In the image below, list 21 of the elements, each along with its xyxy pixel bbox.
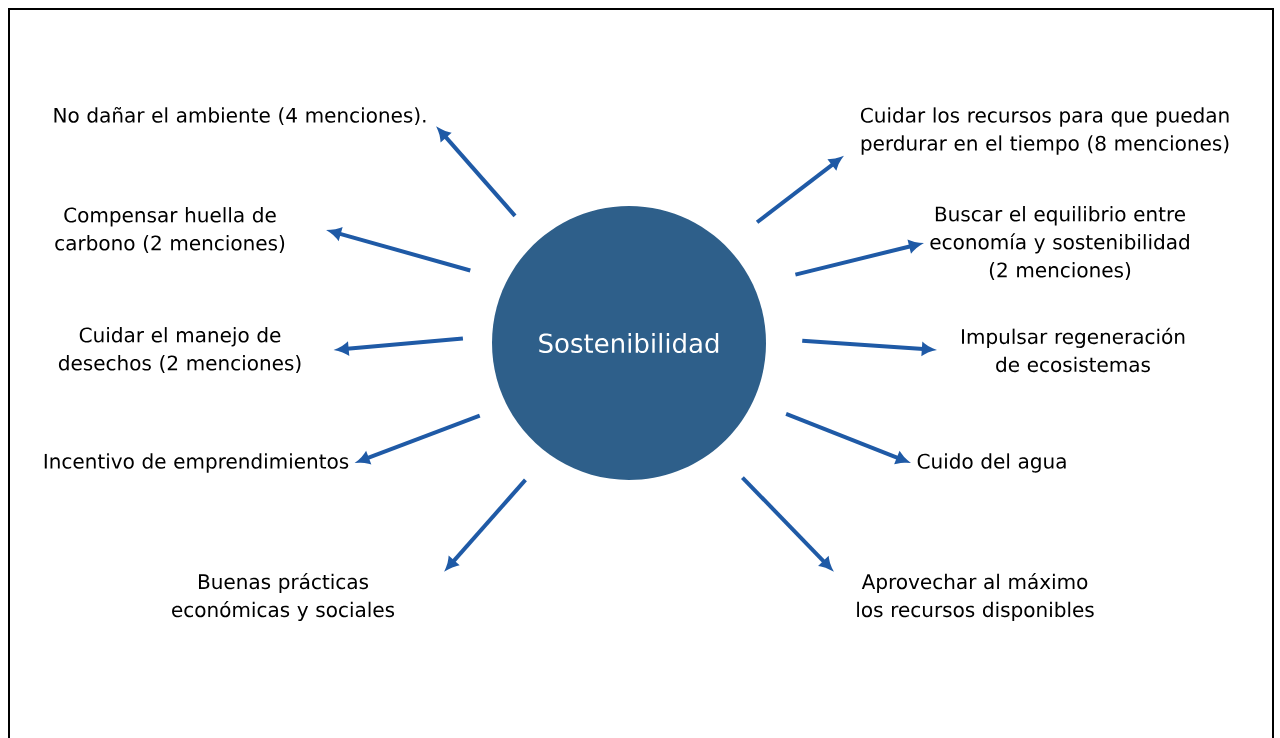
arrow xyxy=(802,338,934,355)
arrow xyxy=(445,478,527,570)
text-label: Incentivo de emprendimientos xyxy=(44,453,349,473)
arrow xyxy=(329,227,471,273)
text-label: Impulsar regeneración de ecosistemas xyxy=(962,327,1185,373)
text-label: Cuidar los recursos para que puedan perdurar en el tiempo (8 menciones) xyxy=(860,107,1229,155)
text-label: Compensar huella de carbono (2 menciones) xyxy=(55,207,285,253)
arrow xyxy=(336,336,464,355)
circle-node: Sostenibilidad xyxy=(492,206,766,480)
arrow xyxy=(357,413,481,464)
arrow xyxy=(794,240,921,277)
text-label: Cuidar el manejo de desechos (2 menciones) xyxy=(58,327,301,373)
arrow xyxy=(755,157,842,224)
arrow xyxy=(785,412,908,464)
text-label: Buscar el equilibrio entre economía y sostenibilidad (2 menciones) xyxy=(930,206,1189,280)
arrow xyxy=(741,476,832,570)
text-label: No dañar el ambiente (4 menciones). xyxy=(54,106,426,126)
arrow xyxy=(437,128,517,218)
text-label: Cuido del agua xyxy=(917,453,1066,473)
text-label: Buenas prácticas económicas y sociales xyxy=(172,572,395,622)
text-label: Aprovechar al máximo los recursos disponibles xyxy=(857,572,1094,622)
